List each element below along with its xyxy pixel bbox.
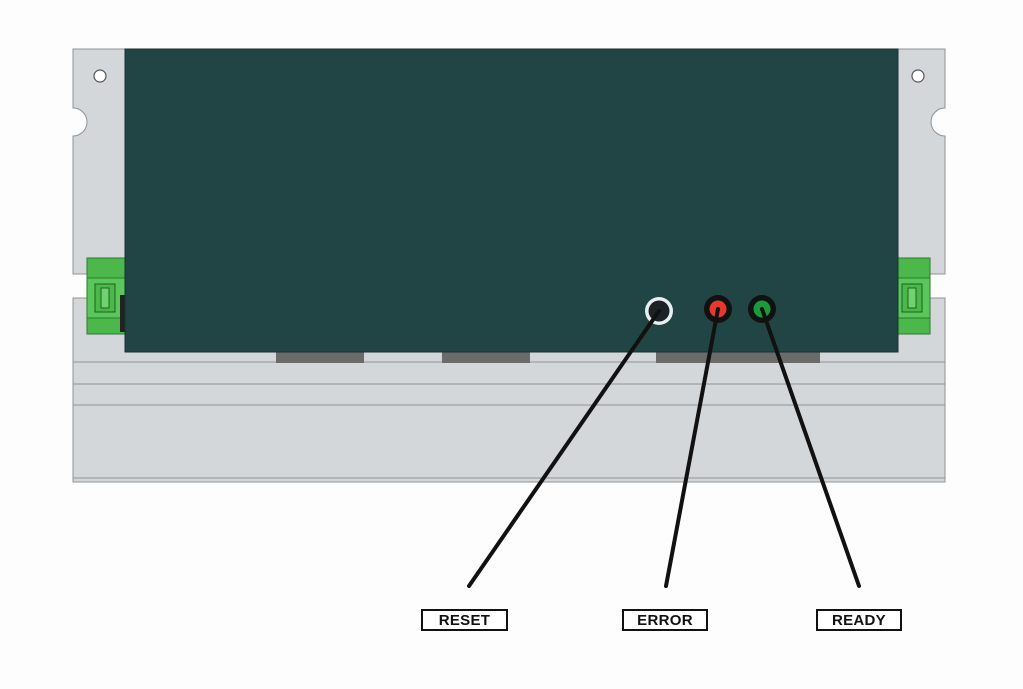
bottom-tab-2 <box>442 352 530 363</box>
left-mounting-ear <box>72 48 126 275</box>
mounting-hole-right <box>911 69 925 83</box>
error-leader-line <box>664 307 720 588</box>
ready-label: READY <box>816 609 902 631</box>
bottom-tab-3 <box>656 352 820 363</box>
reset-label: RESET <box>421 609 508 631</box>
left-terminal-connector <box>86 257 126 335</box>
bottom-tab-1 <box>276 352 364 363</box>
ready-leader-line <box>760 307 861 588</box>
error-label: ERROR <box>622 609 708 631</box>
right-mounting-ear <box>897 48 946 275</box>
reset-leader-line <box>467 309 661 588</box>
mounting-hole-left <box>93 69 107 83</box>
right-terminal-connector <box>897 257 931 335</box>
main-cover-panel <box>124 48 899 353</box>
